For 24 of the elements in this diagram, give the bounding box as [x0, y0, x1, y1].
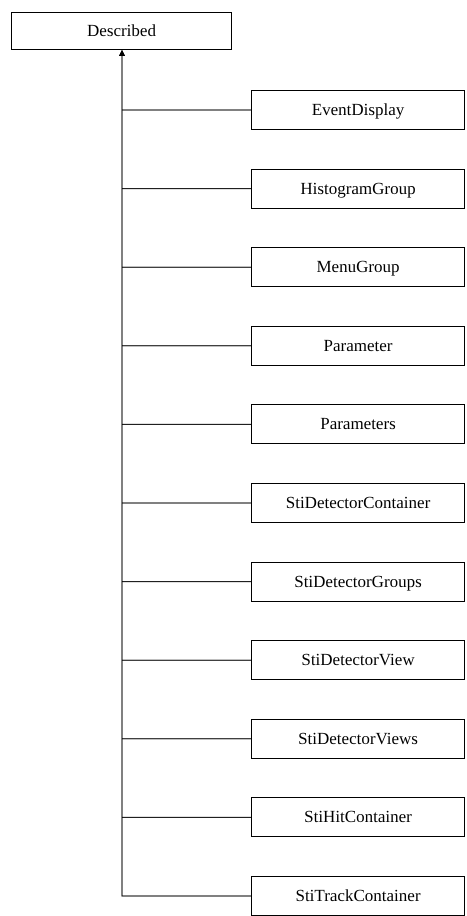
class-box — [251, 876, 465, 916]
class-box — [251, 718, 465, 759]
class-name: MenuGroup — [316, 257, 400, 278]
class-name: Parameter — [324, 336, 392, 356]
class-name: HistogramGroup — [300, 178, 416, 199]
class-box — [251, 797, 465, 838]
class-box — [251, 404, 465, 444]
class-box — [251, 483, 465, 523]
class-name: EventDisplay — [312, 100, 404, 120]
class-box — [251, 640, 465, 680]
class-name: StiDetectorViews — [298, 728, 418, 749]
class-name: Described — [87, 21, 156, 41]
class-name: StiTrackContainer — [296, 886, 420, 906]
class-box — [251, 326, 465, 366]
class-box — [251, 90, 465, 130]
class-name: StiDetectorGroups — [294, 572, 422, 592]
class-box — [251, 168, 465, 209]
class-name: StiDetectorContainer — [286, 493, 430, 513]
class-name: StiHitContainer — [304, 807, 412, 828]
class-name: StiDetectorView — [301, 650, 415, 670]
class-box — [251, 562, 465, 602]
class-box — [11, 12, 232, 50]
class-name: Parameters — [320, 414, 396, 434]
class-box — [251, 247, 465, 288]
